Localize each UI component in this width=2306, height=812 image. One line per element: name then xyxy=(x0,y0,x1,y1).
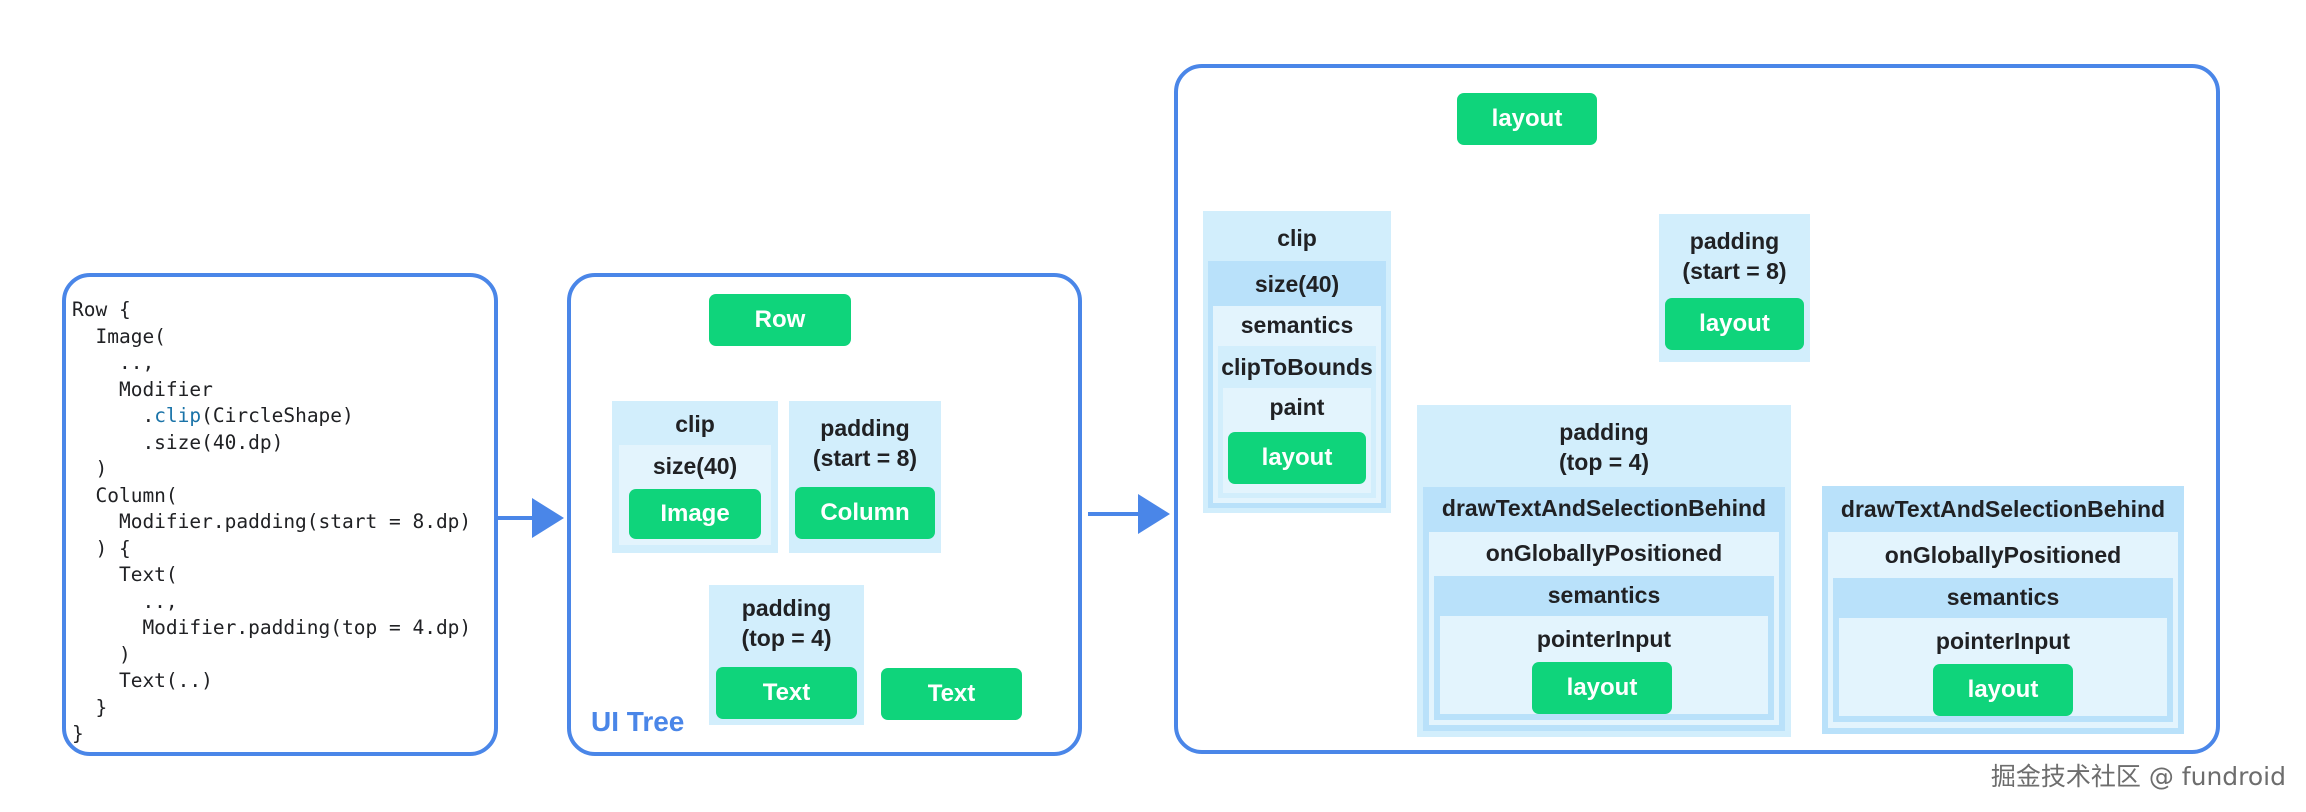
text1-modifier-chain: padding (top = 4) drawTextAndSelectionBe… xyxy=(1417,405,1791,737)
pointer-input-modifier-1: pointerInput layout xyxy=(1440,616,1768,714)
code-block: Row { Image( .., Modifier .clip(CircleSh… xyxy=(72,298,472,745)
draw-text-label-2: drawTextAndSelectionBehind xyxy=(1840,496,2166,522)
clip-modifier-full: clip xyxy=(1277,225,1317,251)
text1-modifier-group: padding (top = 4) Text xyxy=(709,585,864,725)
root-layout-node: layout xyxy=(1457,93,1597,145)
column-node: Column xyxy=(795,487,935,539)
column-layout-node: layout xyxy=(1665,298,1804,350)
globally-positioned-modifier-2: onGloballyPositioned semantics pointerIn… xyxy=(1828,532,2178,728)
semantics-label-2: semantics xyxy=(1946,584,2060,610)
pointer-input-modifier-2: pointerInput layout xyxy=(1839,618,2167,716)
clip-modifier: clip xyxy=(675,411,715,437)
padding-start-modifier: padding (start = 8) xyxy=(812,415,918,471)
semantics-modifier-full: semantics clipToBounds paint layout xyxy=(1213,306,1381,503)
column-modifier-group: padding (start = 8) Column xyxy=(789,401,941,553)
paint-modifier: paint layout xyxy=(1223,388,1371,493)
text-node-2: Text xyxy=(881,668,1022,720)
size-modifier: size(40) Image xyxy=(619,445,771,545)
text2-layout-node: layout xyxy=(1933,664,2073,716)
size-label: size(40) xyxy=(652,453,738,479)
text-node-1: Text xyxy=(716,667,857,719)
semantics-modifier-1: semantics pointerInput layout xyxy=(1434,576,1774,720)
pointer-input-label-2: pointerInput xyxy=(1935,628,2071,654)
text1-layout-node: layout xyxy=(1532,662,1672,714)
padding-start-modifier-full: padding (start = 8) xyxy=(1682,228,1787,284)
draw-text-modifier-1: drawTextAndSelectionBehind onGloballyPos… xyxy=(1423,487,1785,731)
row-node: Row xyxy=(709,294,851,346)
globally-positioned-modifier-1: onGloballyPositioned semantics pointerIn… xyxy=(1429,532,1779,725)
ui-tree-caption: UI Tree xyxy=(591,706,685,737)
image-modifier-group: clip size(40) Image xyxy=(612,401,778,553)
semantics-modifier-2: semantics pointerInput layout xyxy=(1833,578,2173,722)
padding-top-modifier: padding (top = 4) xyxy=(741,595,832,651)
draw-text-modifier-2: drawTextAndSelectionBehind onGloballyPos… xyxy=(1822,486,2184,734)
image-modifier-chain: clip size(40) semantics clipToBounds pai… xyxy=(1203,211,1391,513)
draw-text-label-1: drawTextAndSelectionBehind xyxy=(1441,495,1767,521)
semantics-label-1: semantics xyxy=(1547,582,1661,608)
clip-to-bounds-label: clipToBounds xyxy=(1221,354,1373,380)
image-layout-node: layout xyxy=(1228,432,1366,484)
size-label-full: size(40) xyxy=(1254,271,1340,297)
semantics-label-full: semantics xyxy=(1240,312,1354,338)
clip-to-bounds-modifier: clipToBounds paint layout xyxy=(1218,346,1376,498)
watermark: 掘金技术社区 @ fundroid xyxy=(1990,762,2286,791)
image-node: Image xyxy=(629,489,761,539)
globally-positioned-label-1: onGloballyPositioned xyxy=(1485,540,1723,566)
pointer-input-label-1: pointerInput xyxy=(1536,626,1672,652)
column-modifier-chain: padding (start = 8) layout xyxy=(1659,214,1810,362)
padding-top-modifier-full: padding (top = 4) xyxy=(1558,419,1650,475)
globally-positioned-label-2: onGloballyPositioned xyxy=(1884,542,2122,568)
paint-label: paint xyxy=(1269,394,1325,420)
size-modifier-full: size(40) semantics clipToBounds paint la… xyxy=(1208,261,1386,508)
code-panel: Row { Image( .., Modifier .clip(CircleSh… xyxy=(62,273,498,756)
